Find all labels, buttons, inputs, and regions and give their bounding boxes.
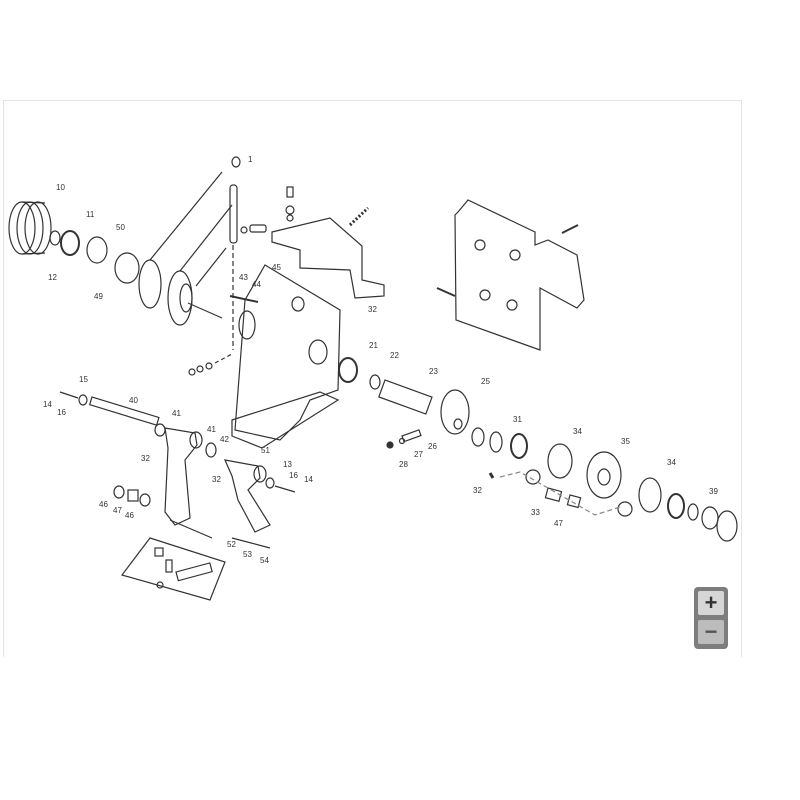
callout-23[interactable]: 23 xyxy=(429,367,438,376)
callout-16[interactable]: 16 xyxy=(57,408,66,417)
callout-51[interactable]: 51 xyxy=(261,446,270,455)
rocker-arm-part xyxy=(59,391,296,549)
callout-54[interactable]: 54 xyxy=(260,556,269,565)
callout-46b[interactable]: 46 xyxy=(125,511,134,520)
callout-41[interactable]: 41 xyxy=(172,409,181,418)
callout-21[interactable]: 21 xyxy=(369,341,378,350)
callout-27[interactable]: 27 xyxy=(414,450,423,459)
callout-13[interactable]: 13 xyxy=(283,460,292,469)
shaft-assembly-part xyxy=(338,357,470,449)
callout-44[interactable]: 44 xyxy=(252,280,261,289)
callout-39[interactable]: 39 xyxy=(709,487,718,496)
shield-part xyxy=(436,199,585,351)
callout-25[interactable]: 25 xyxy=(481,377,490,386)
callout-10[interactable]: 10 xyxy=(56,183,65,192)
callout-32b[interactable]: 32 xyxy=(141,454,150,463)
crank-assembly-part xyxy=(471,427,738,542)
idler-arm-part xyxy=(138,171,233,326)
callout-15[interactable]: 15 xyxy=(79,375,88,384)
instruction-card-part xyxy=(120,537,226,601)
callout-49[interactable]: 49 xyxy=(94,292,103,301)
callout-16b[interactable]: 16 xyxy=(289,471,298,480)
callout-32[interactable]: 32 xyxy=(368,305,377,314)
gearbox-frame-part xyxy=(188,264,341,449)
pulley-part xyxy=(8,201,140,284)
callout-52[interactable]: 52 xyxy=(227,540,236,549)
callout-33[interactable]: 33 xyxy=(531,508,540,517)
callout-46[interactable]: 46 xyxy=(99,500,108,509)
callout-47b[interactable]: 47 xyxy=(554,519,563,528)
callout-43[interactable]: 43 xyxy=(239,273,248,282)
callout-53[interactable]: 53 xyxy=(243,550,252,559)
callout-32c[interactable]: 32 xyxy=(212,475,221,484)
callout-47[interactable]: 47 xyxy=(113,506,122,515)
callout-40[interactable]: 40 xyxy=(129,396,138,405)
callout-22[interactable]: 22 xyxy=(390,351,399,360)
callout-41b[interactable]: 41 xyxy=(207,425,216,434)
callout-45[interactable]: 45 xyxy=(272,263,281,272)
chain-part xyxy=(229,156,267,350)
zoom-out-button[interactable]: − xyxy=(698,620,724,644)
callout-11[interactable]: 11 xyxy=(86,210,95,219)
callout-12[interactable]: 12 xyxy=(48,273,57,282)
callout-34b[interactable]: 34 xyxy=(667,458,676,467)
callout-14b[interactable]: 14 xyxy=(304,475,313,484)
callout-34[interactable]: 34 xyxy=(573,427,582,436)
callout-50[interactable]: 50 xyxy=(116,223,125,232)
callout-32d[interactable]: 32 xyxy=(473,486,482,495)
zoom-control: + − xyxy=(694,587,728,649)
diagram-viewport[interactable] xyxy=(3,100,742,657)
callout-31[interactable]: 31 xyxy=(513,415,522,424)
callout-14[interactable]: 14 xyxy=(43,400,52,409)
zoom-in-button[interactable]: + xyxy=(698,591,724,615)
callout-35[interactable]: 35 xyxy=(621,437,630,446)
bracket-part xyxy=(271,186,385,299)
callout-28[interactable]: 28 xyxy=(399,460,408,469)
callout-26[interactable]: 26 xyxy=(428,442,437,451)
callout-42[interactable]: 42 xyxy=(220,435,229,444)
callout-1[interactable]: 1 xyxy=(248,155,253,164)
